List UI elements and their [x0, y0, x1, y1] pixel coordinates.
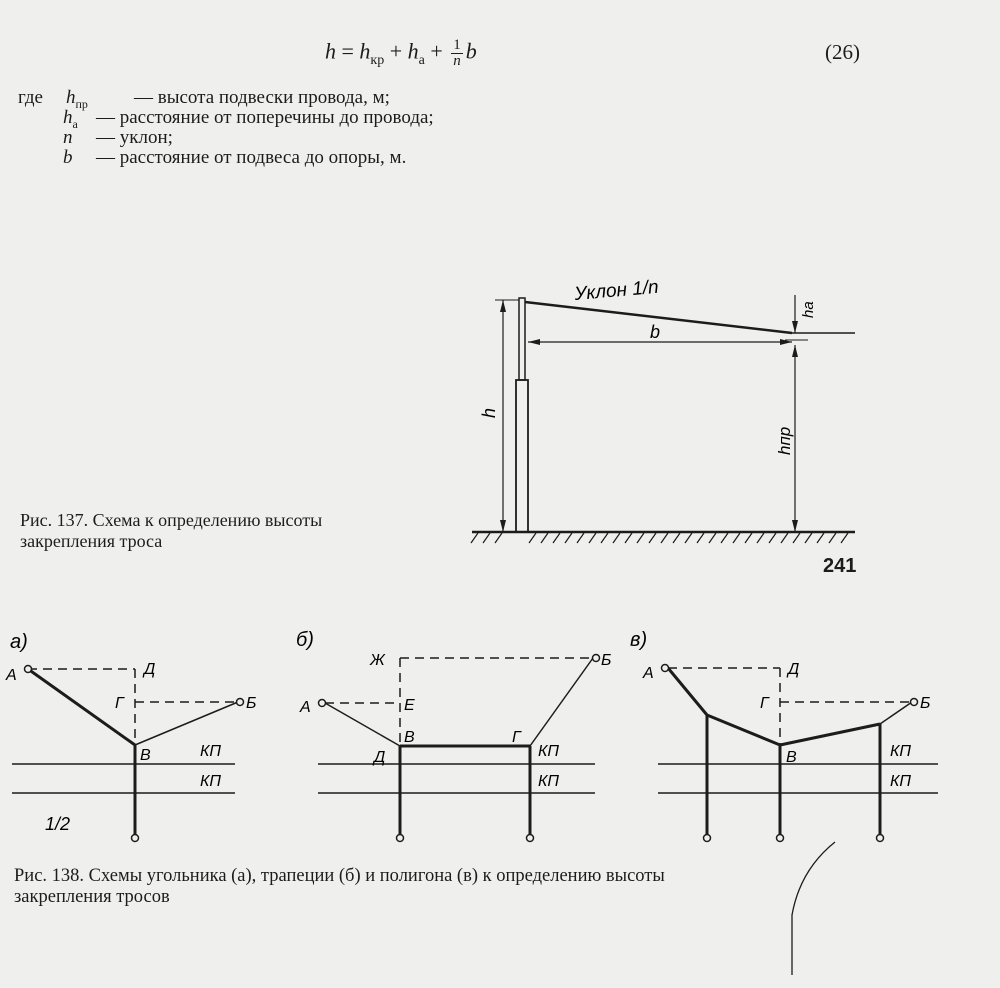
label-hpr: hпр: [775, 427, 794, 455]
kp-label: КП: [890, 773, 911, 790]
figure-138-panel-c: [658, 663, 938, 843]
pencil-mark: [791, 841, 836, 975]
definition-symbol: hа: [63, 107, 78, 131]
formula-equals: =: [336, 38, 360, 64]
figure-138-caption: Рис. 138. Схемы угольника (а), трапеции …: [14, 866, 974, 908]
label-b: b: [650, 322, 660, 342]
definitions-intro: где: [18, 87, 43, 108]
caption-line: Рис. 137. Схема к определению высоты: [20, 510, 323, 530]
definition-row: b — расстояние от подвеса до опоры, м.: [18, 148, 618, 168]
caption-line: Рис. 138. Схемы угольника (а), трапеции …: [14, 866, 665, 886]
panel-b-label: б): [296, 629, 314, 651]
formula-h-kr: h: [359, 38, 371, 64]
formula-b: b: [465, 38, 477, 64]
formula-h: h: [325, 38, 336, 64]
fraction-numerator: 1: [451, 37, 463, 54]
fraction-denominator: n: [453, 53, 461, 69]
kp-label: КП: [538, 743, 559, 760]
kp-label: КП: [538, 773, 559, 790]
definition-text: — уклон;: [96, 127, 173, 148]
formula-plus-2: +: [424, 38, 449, 64]
definition-symbol: b: [63, 147, 73, 168]
kp-label: КП: [890, 743, 911, 760]
point-a: А: [642, 665, 654, 682]
definition-text: — расстояние от поперечины до провода;: [96, 107, 434, 128]
definition-row: hа — расстояние от поперечины до провода…: [18, 107, 618, 131]
point-g: Г: [115, 695, 125, 712]
kp-label: КП: [200, 773, 221, 790]
point-b: Б: [246, 695, 256, 712]
formula-h-a: h: [407, 38, 419, 64]
label-h: h: [479, 408, 499, 418]
label-slope: Уклон 1/n: [573, 277, 660, 305]
point-v: В: [404, 729, 415, 746]
definition-row: где hпр — высота подвески провода, м;: [18, 87, 618, 111]
point-d: Д: [372, 749, 385, 766]
definition-symbol: hпр: [66, 87, 88, 111]
point-d: Д: [142, 661, 155, 678]
definitions-list: где hпр — высота подвески провода, м; hа…: [18, 88, 618, 168]
point-a: А: [5, 667, 17, 684]
formula-kr-sub: кр: [370, 52, 385, 68]
formula-plus-1: +: [384, 38, 408, 64]
point-b: Б: [601, 652, 611, 669]
equation-number: (26): [825, 40, 860, 64]
label-ha: hа: [800, 301, 817, 318]
kp-label: КП: [200, 743, 221, 760]
panel-c-label: в): [630, 629, 647, 651]
ground-hatch: [470, 532, 849, 544]
caption-line: закрепления троса: [20, 531, 163, 551]
definition-symbol: n: [63, 127, 73, 148]
pole-top: [518, 297, 526, 381]
pole-bottom: [515, 379, 529, 533]
formula-a-sub: а: [418, 52, 425, 68]
definition-text: — высота подвески провода, м;: [134, 87, 390, 108]
point-g: Г: [512, 729, 522, 746]
figure-137-caption: Рис. 137. Схема к определению высоты зак…: [20, 510, 420, 552]
definition-row: n — уклон;: [18, 128, 618, 148]
panel-a-note: 1/2: [45, 814, 70, 834]
point-d: Д: [786, 661, 799, 678]
page-number: 241: [823, 555, 857, 577]
point-a: А: [299, 699, 311, 716]
point-v: В: [140, 747, 151, 764]
definition-text: — расстояние от подвеса до опоры, м.: [96, 147, 407, 168]
caption-line: закрепления тросов: [14, 887, 170, 907]
figure-138-panel-b: [317, 653, 601, 843]
point-e: Е: [404, 697, 415, 714]
point-g: Г: [760, 695, 770, 712]
point-v: В: [786, 749, 797, 766]
figure-138-panel-a: [12, 664, 245, 843]
panel-a-label: а): [10, 631, 28, 653]
cable-line: [524, 300, 793, 335]
point-zh: Ж: [369, 652, 386, 669]
point-b: Б: [920, 695, 930, 712]
